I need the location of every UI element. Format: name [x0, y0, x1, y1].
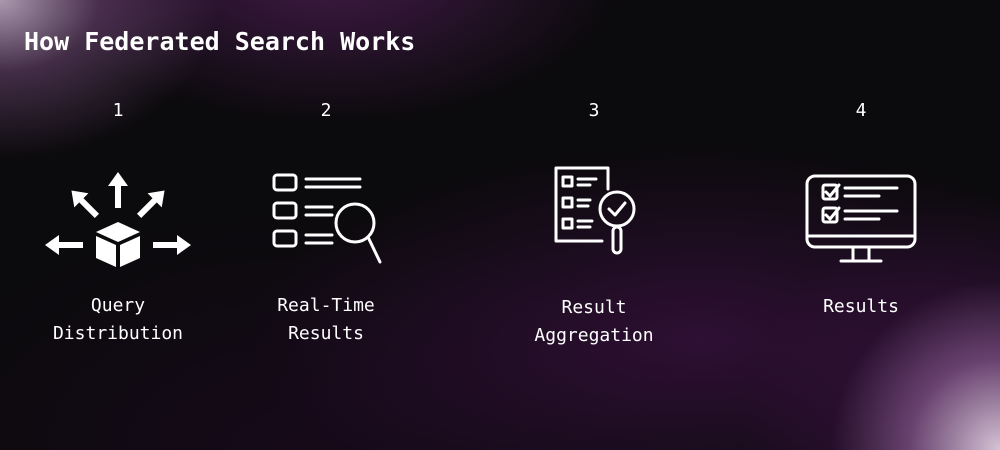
- step-results: 4 Results: [761, 0, 961, 450]
- step-number: 2: [320, 100, 332, 121]
- step-real-time-results: 2 Real-Time Results: [226, 0, 426, 450]
- step-query-distribution: 1 Query Distr: [18, 0, 218, 450]
- step-label: Result Aggregation: [534, 297, 654, 346]
- step-label: Results: [823, 296, 899, 317]
- checklist-document-magnifier-icon: [554, 166, 636, 255]
- step-number: 3: [588, 100, 600, 121]
- list-magnifier-icon: [272, 173, 382, 264]
- step-result-aggregation: 3 Result Aggregation: [494, 0, 694, 450]
- step-label: Real-Time Results: [277, 295, 375, 344]
- step-number: 4: [855, 100, 867, 121]
- step-number: 1: [112, 100, 124, 121]
- monitor-checklist-icon: [805, 174, 917, 263]
- step-label: Query Distribution: [52, 295, 184, 344]
- page-title: How Federated Search Works: [24, 27, 416, 56]
- distribution-arrows-cube-icon: [45, 172, 191, 267]
